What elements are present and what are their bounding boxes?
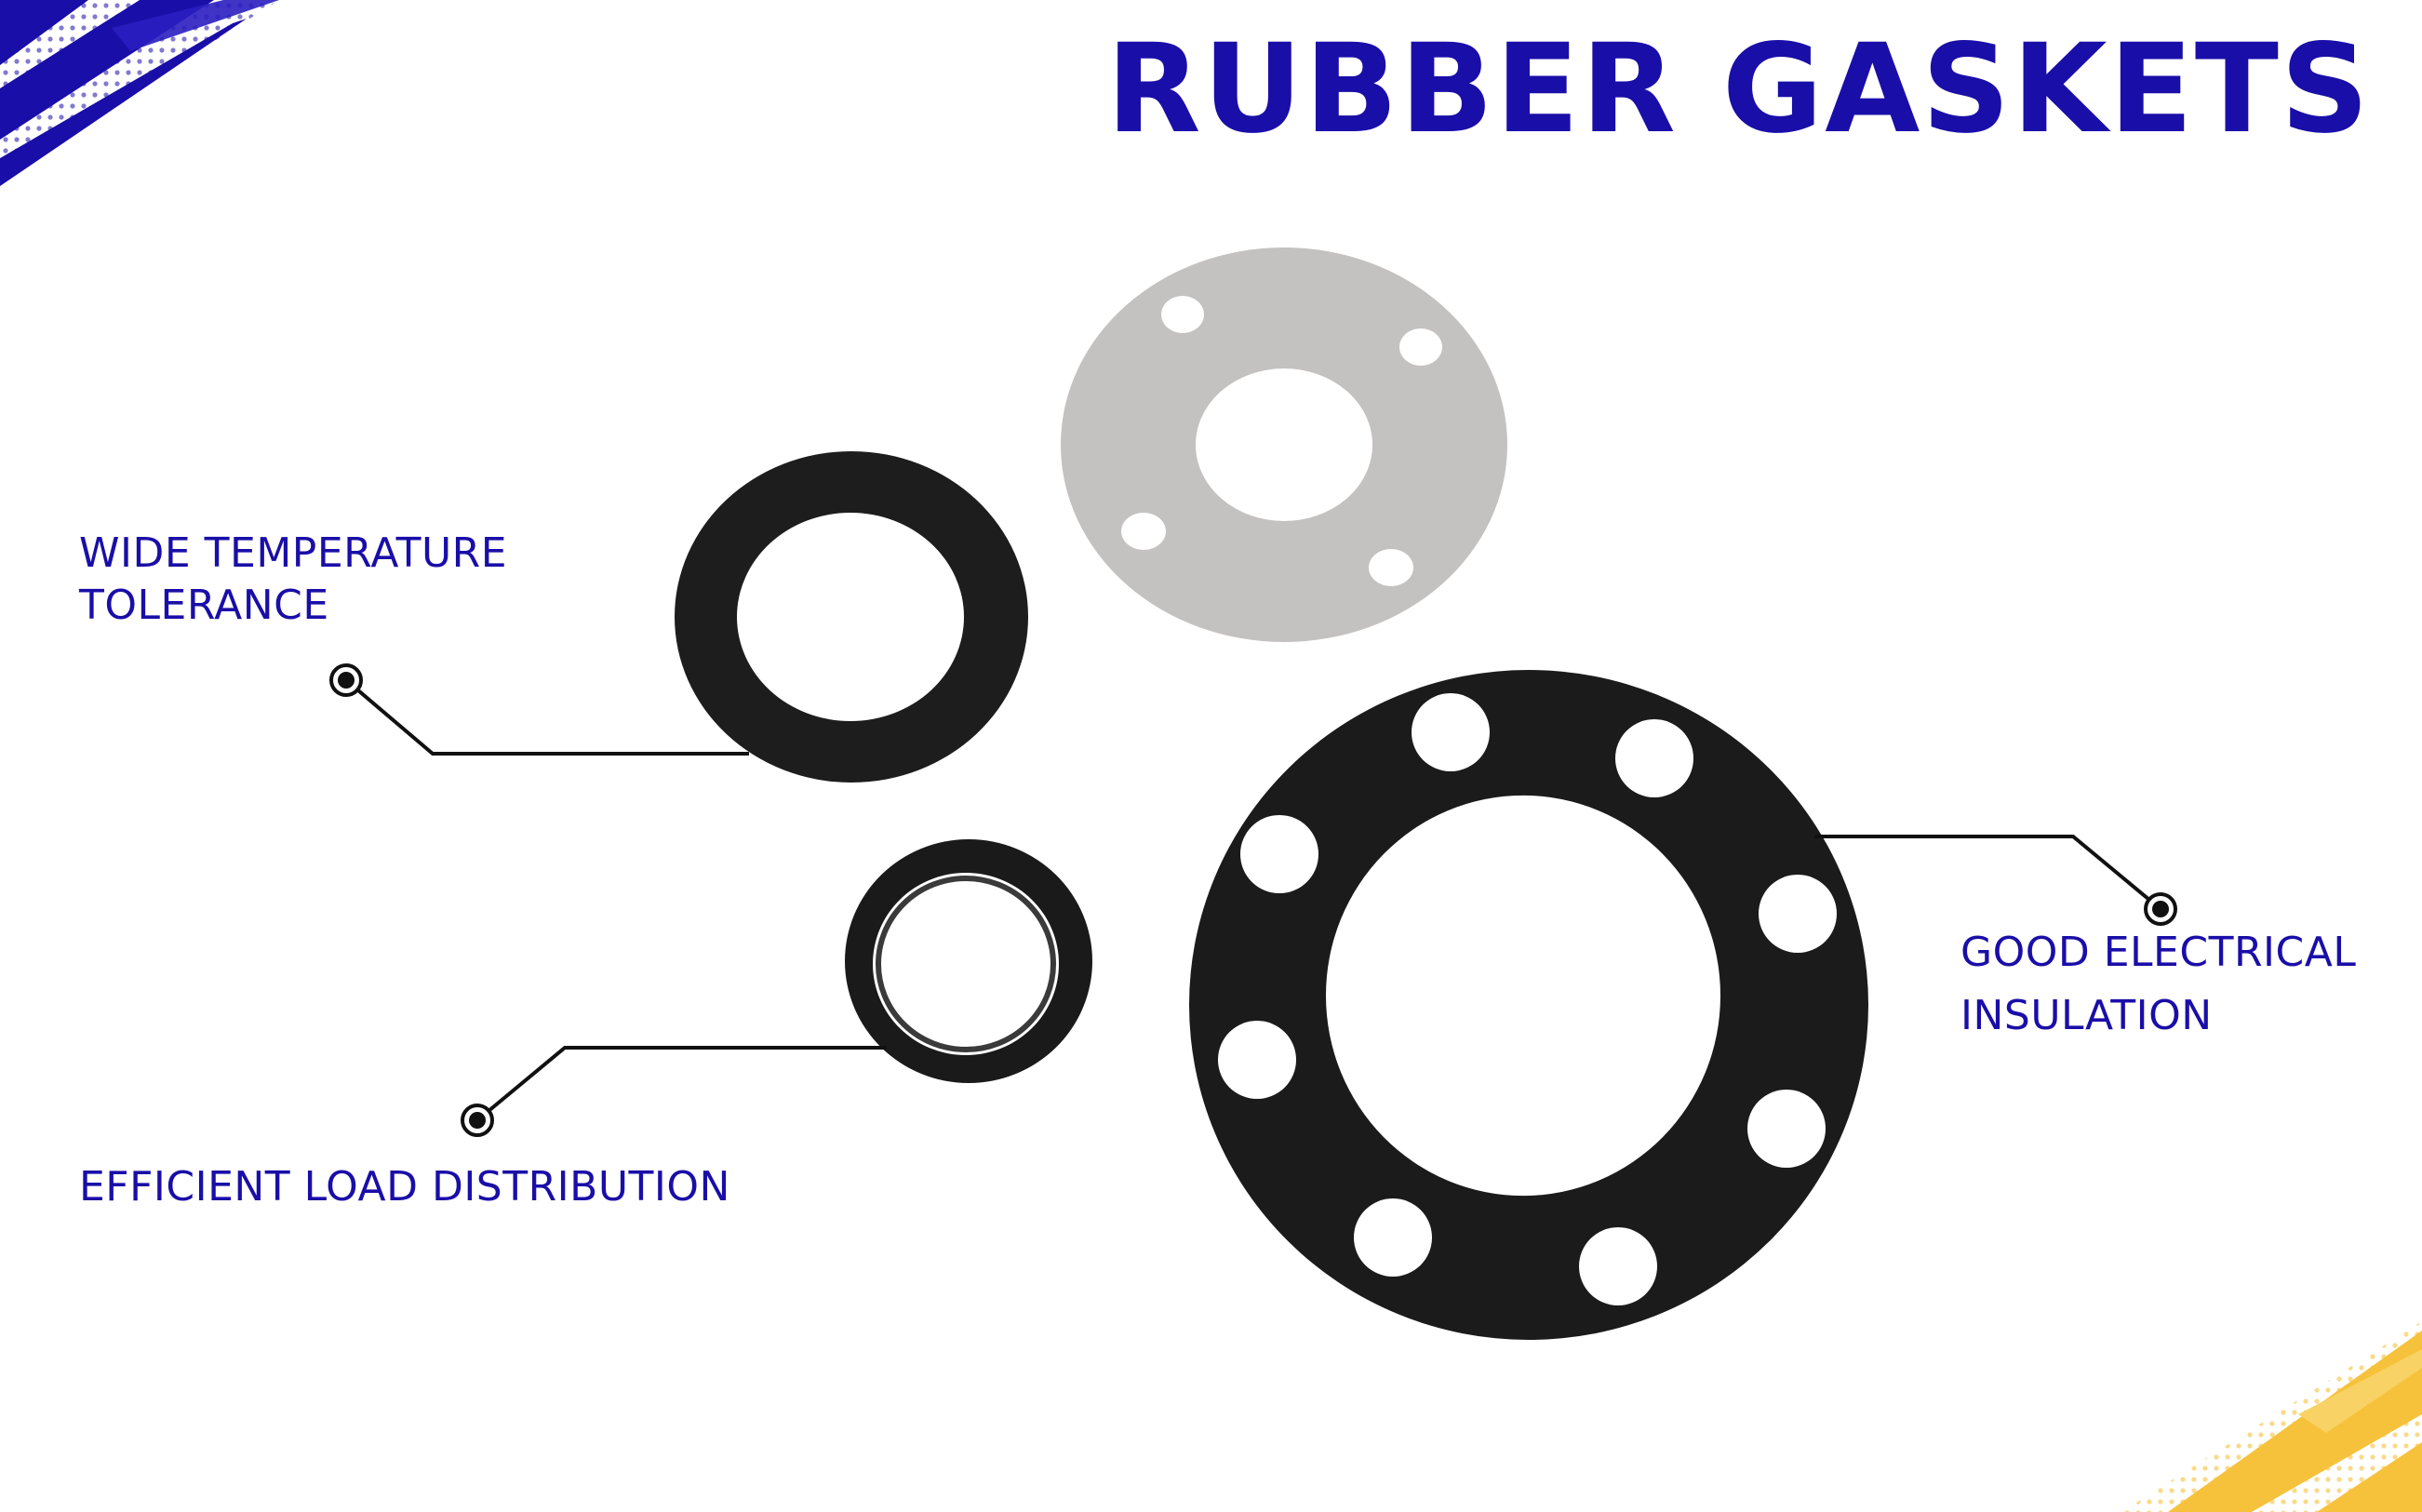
feature-label-line: INSULATION <box>1960 992 2213 1040</box>
feature-temperature-tolerance: WIDE TEMPERATURE TOLERANCE <box>79 528 507 632</box>
callout-electrical <box>1814 835 2177 926</box>
black-ring-gasket <box>675 451 1028 783</box>
grey-gasket <box>1061 248 1507 642</box>
corner-decoration-top-left <box>0 0 279 186</box>
lip-seal-inner-edge <box>875 876 1057 1052</box>
feature-label-line: TOLERANCE <box>79 581 329 629</box>
feature-label-line: EFFICIENT LOAD DISTRIBUTION <box>79 1163 730 1211</box>
feature-label-line: GOOD ELECTRICAL <box>1960 929 2357 976</box>
corner-decoration-bottom-right <box>2121 1321 2422 1512</box>
large-flange-gasket <box>1189 670 1868 1340</box>
callout-temperature <box>329 663 749 756</box>
callout-load <box>461 1046 887 1137</box>
feature-load-distribution: EFFICIENT LOAD DISTRIBUTION <box>79 1161 730 1213</box>
feature-label-line: WIDE TEMPERATURE <box>79 529 508 577</box>
page-title: RUBBER GASKETS <box>1106 18 2371 161</box>
feature-electrical-insulation: GOOD ELECTRICAL INSULATION <box>1960 921 2356 1048</box>
